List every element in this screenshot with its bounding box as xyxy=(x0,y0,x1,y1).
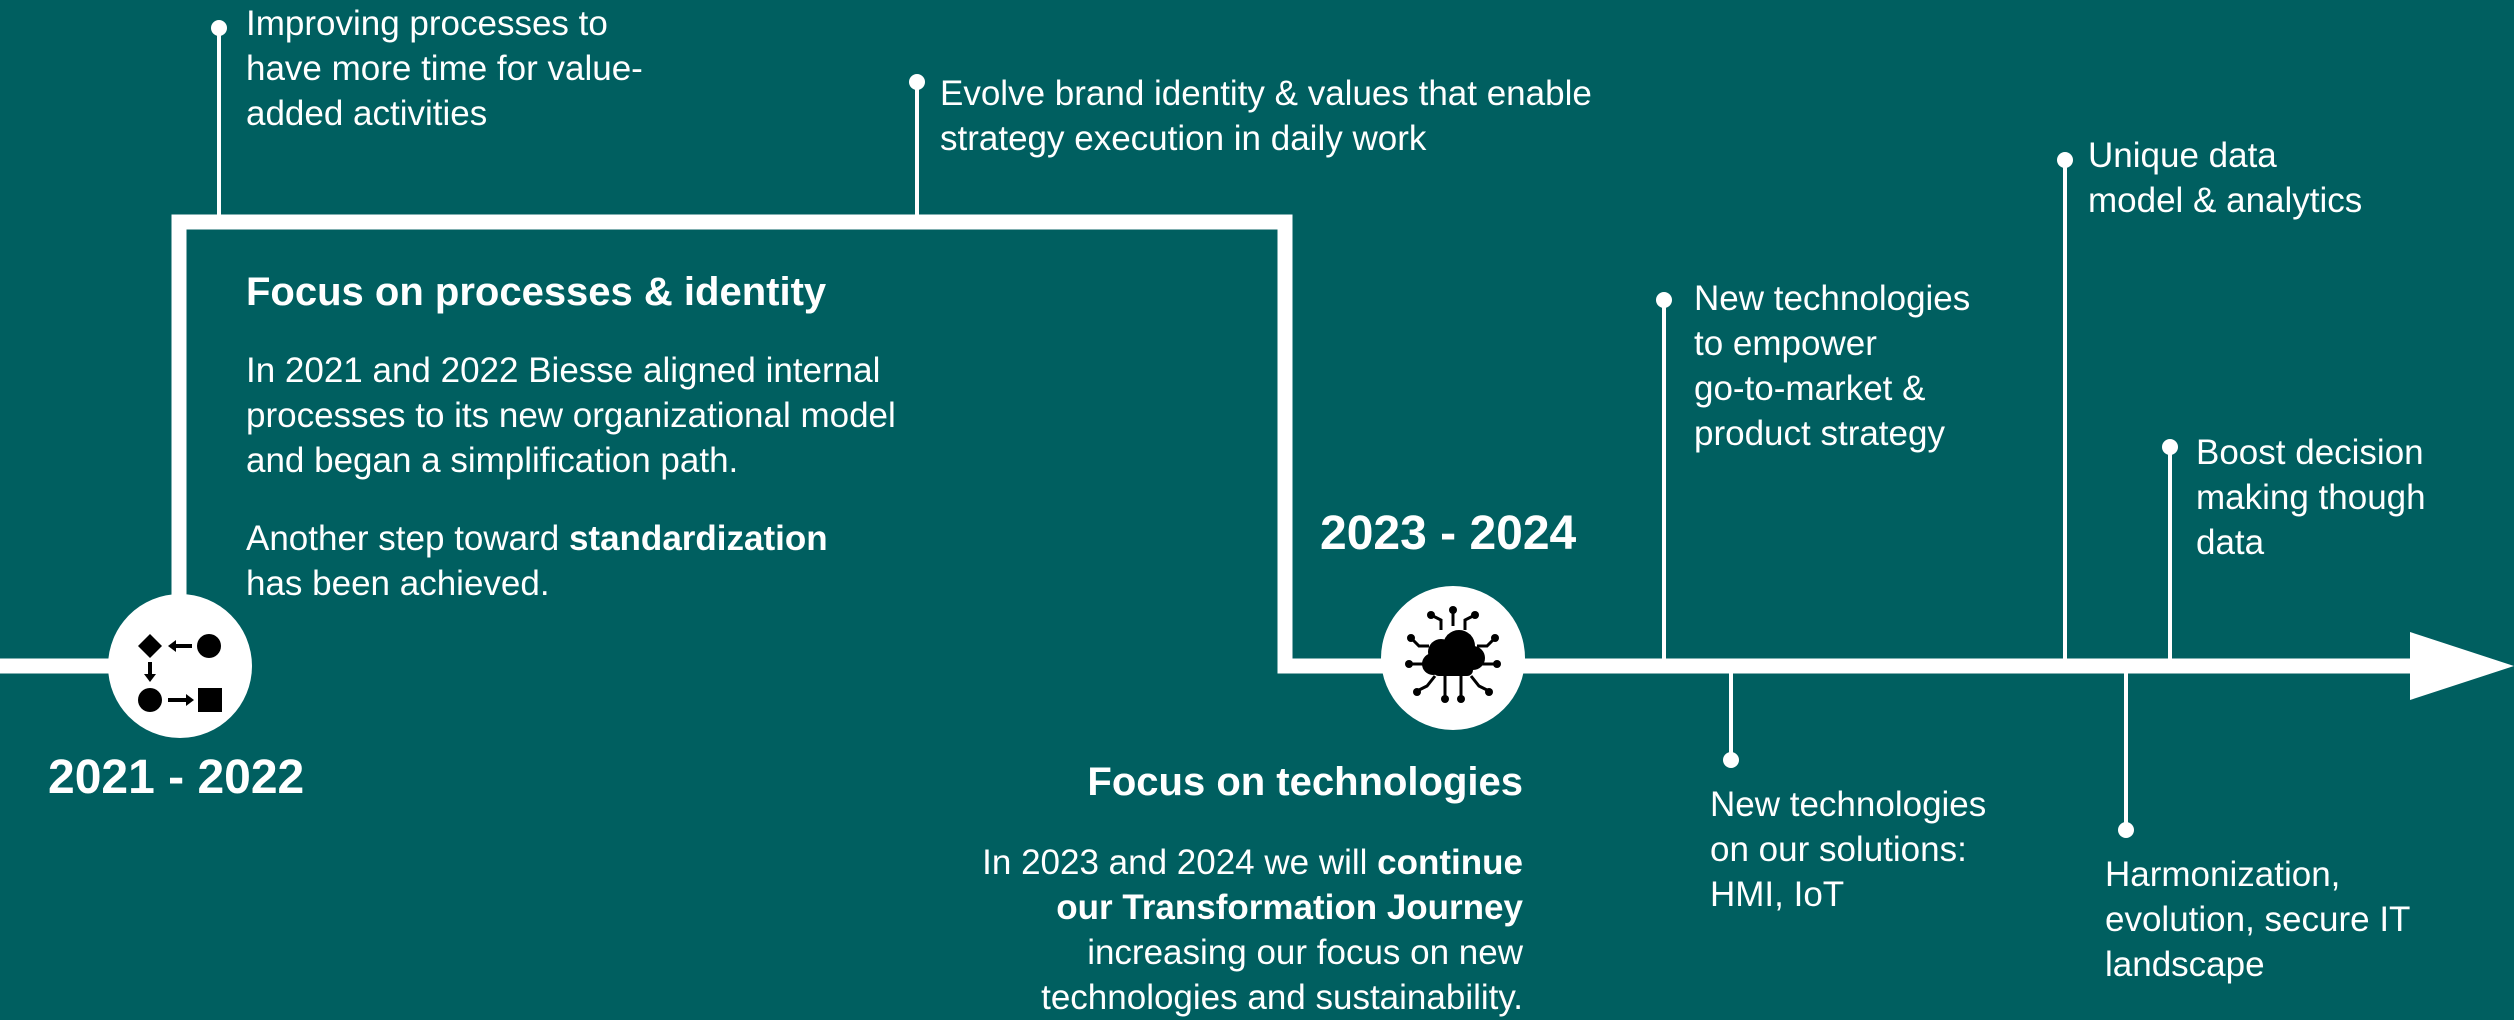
milestone-line: go-to-market & xyxy=(1694,369,1926,408)
milestone-line: Evolve brand identity & values that enab… xyxy=(940,74,1592,113)
phase2-title: Focus on technologies xyxy=(1087,760,1523,804)
dot-improving xyxy=(211,20,227,36)
dot-harmonization xyxy=(2118,822,2134,838)
dot-new-tech-solutions xyxy=(1723,752,1739,768)
milestone-line: landscape xyxy=(2105,945,2265,984)
milestone-line: strategy execution in daily work xyxy=(940,119,1427,158)
milestone-line: New technologies xyxy=(1694,279,1971,318)
milestone-line: to empower xyxy=(1694,324,1877,363)
phase2-paragraph-text: In 2023 and 2024 we will xyxy=(982,843,1378,882)
milestone-line: on our solutions: xyxy=(1710,830,1967,869)
phase1-years: 2021 - 2022 xyxy=(48,751,305,804)
process-flow-icon xyxy=(138,634,222,712)
dot-new-tech-gtm xyxy=(1656,292,1672,308)
phase1-paragraph-2-text: Another step toward xyxy=(246,519,569,558)
milestone-line: Unique data xyxy=(2088,136,2277,175)
milestone-line: Harmonization, xyxy=(2105,855,2341,894)
milestone-line: model & analytics xyxy=(2088,181,2363,220)
milestone-line: have more time for value- xyxy=(246,49,643,88)
milestone-line: Improving processes to xyxy=(246,4,608,43)
phase2-paragraph-bold-1: continue xyxy=(1377,843,1523,882)
milestone-line: New technologies xyxy=(1710,785,1987,824)
cloud-network-icon xyxy=(1405,606,1501,703)
milestone-line: added activities xyxy=(246,94,488,133)
milestone-brand-identity: Evolve brand identity & values that enab… xyxy=(940,71,1592,161)
phase2-paragraph-line-3: increasing our focus on new xyxy=(1087,933,1523,972)
phase2-paragraph: In 2023 and 2024 we will continue our Tr… xyxy=(900,840,1523,1020)
milestone-new-tech-go-to-market: New technologies to empower go-to-market… xyxy=(1694,276,1970,456)
milestone-harmonization: Harmonization, evolution, secure IT land… xyxy=(2105,852,2410,987)
milestone-line: evolution, secure IT xyxy=(2105,900,2411,939)
phase2-paragraph-line-4: technologies and sustainability. xyxy=(1041,978,1523,1017)
dot-brand xyxy=(909,74,925,90)
phase2-icon-circle xyxy=(1381,586,1525,730)
milestone-unique-data-model: Unique data model & analytics xyxy=(2088,133,2362,223)
phase1-title: Focus on processes & identity xyxy=(246,270,827,314)
milestone-boost-decision: Boost decision making though data xyxy=(2196,430,2426,565)
dot-unique-data xyxy=(2057,152,2073,168)
milestone-line: making though xyxy=(2196,478,2426,517)
phase1-icon-circle xyxy=(108,594,252,738)
milestone-line: Boost decision xyxy=(2196,433,2424,472)
phase1-paragraph-2: Another step toward standardization has … xyxy=(246,516,936,606)
phase1-paragraph-2-bold: standardization xyxy=(568,519,828,558)
dot-boost xyxy=(2162,439,2178,455)
milestone-new-tech-solutions: New technologies on our solutions: HMI, … xyxy=(1710,782,1986,917)
phase1-paragraph: In 2021 and 2022 Biesse aligned internal… xyxy=(246,351,896,480)
timeline-arrowhead xyxy=(2410,632,2514,700)
milestone-line: data xyxy=(2196,523,2265,562)
milestone-improving-processes: Improving processes to have more time fo… xyxy=(246,1,643,136)
phase2-years: 2023 - 2024 xyxy=(1320,507,1577,560)
phase2-paragraph-bold-2: our Transformation Journey xyxy=(1056,888,1523,927)
phase1-paragraph-2-end: has been achieved. xyxy=(246,564,550,603)
milestone-line: product strategy xyxy=(1694,414,1945,453)
milestone-line: HMI, IoT xyxy=(1710,875,1845,914)
